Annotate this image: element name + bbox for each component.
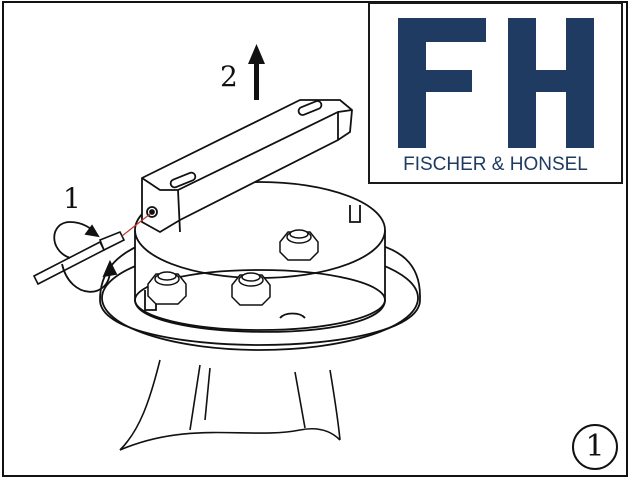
mounting-bracket <box>141 99 353 234</box>
step-label-1: 1 <box>63 182 81 215</box>
brand-name: FISCHER & HONSEL <box>403 154 588 175</box>
nut-right <box>279 229 319 261</box>
screwdriver <box>32 213 151 286</box>
rotate-arrows <box>53 221 118 293</box>
nut-left <box>147 271 187 305</box>
brand-logo: FISCHER & HONSEL <box>368 2 623 184</box>
lamp-stem <box>119 359 341 451</box>
nut-center <box>231 272 271 306</box>
figure-number: 1 <box>572 424 618 470</box>
fh-logo-mark <box>398 18 594 148</box>
step-label-2: 2 <box>220 60 238 93</box>
up-arrow <box>248 44 265 100</box>
